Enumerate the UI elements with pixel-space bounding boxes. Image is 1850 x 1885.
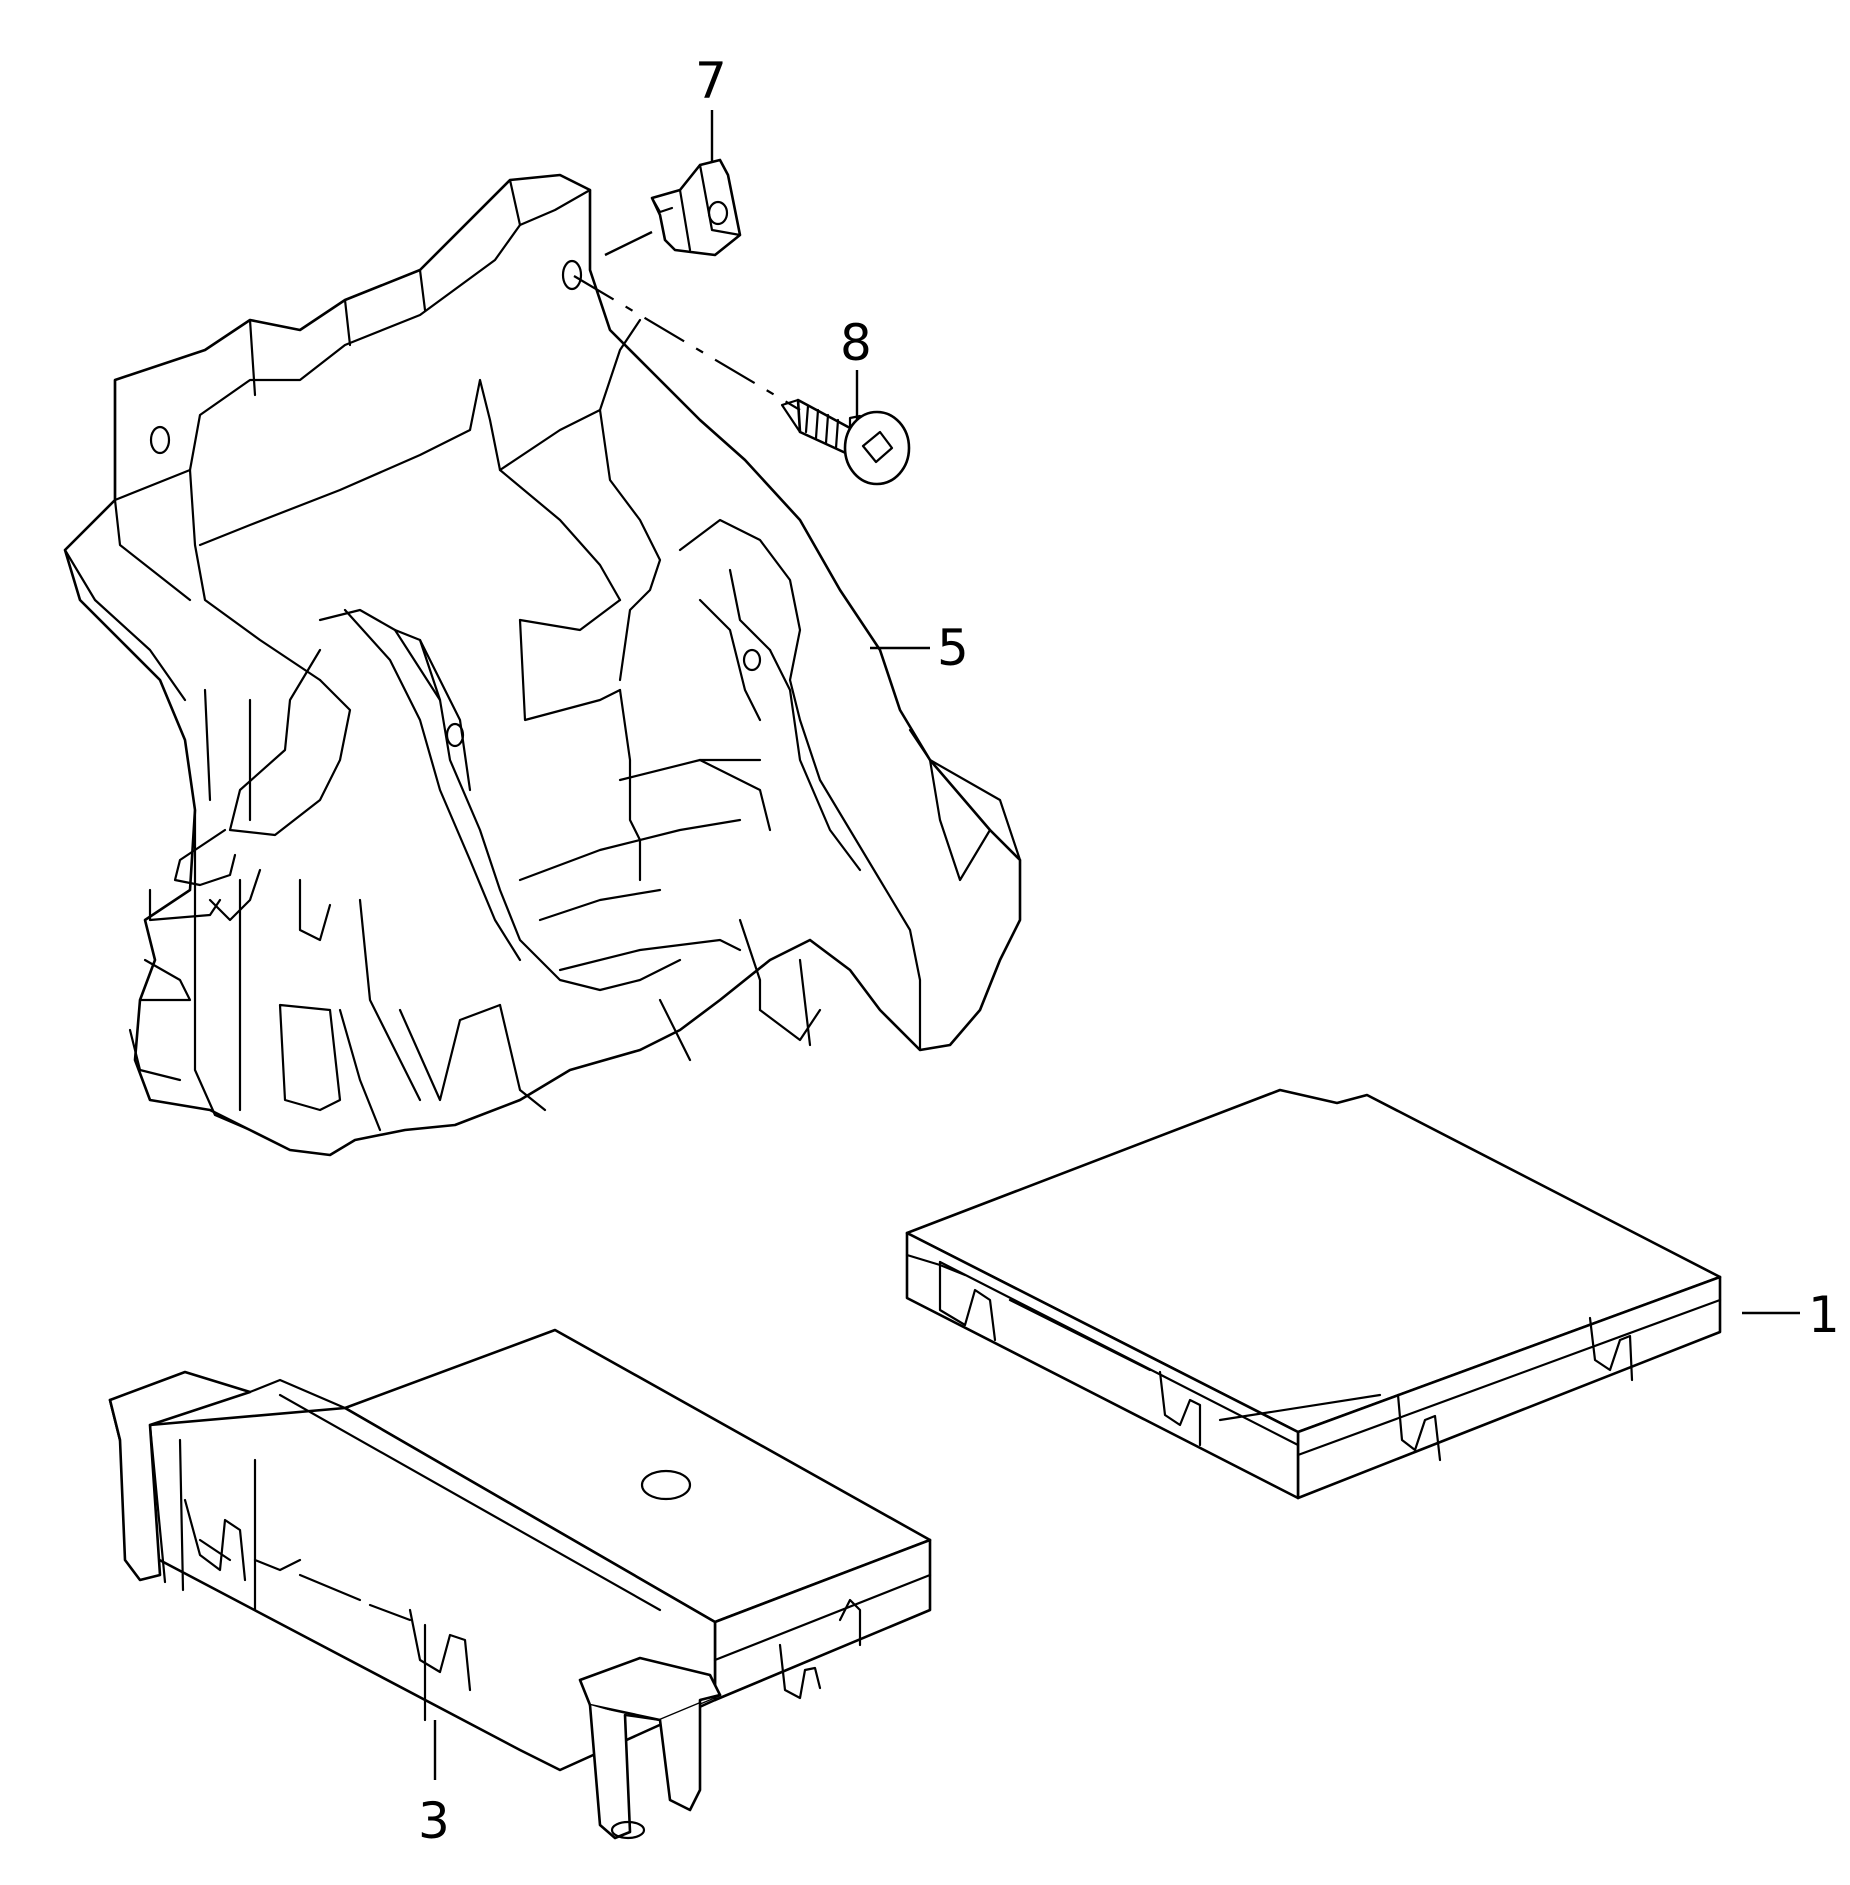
callout-leaders: [433, 110, 1800, 1780]
callout-label-3: 3: [418, 1792, 450, 1850]
screw-part-8[interactable]: [780, 398, 911, 486]
callout-label-8: 8: [840, 314, 872, 372]
callout-label-5: 5: [937, 619, 969, 677]
control-unit-part-3[interactable]: [108, 1328, 932, 1840]
clip-nut-part-7[interactable]: [650, 158, 742, 257]
control-module-part-1[interactable]: [905, 1088, 1722, 1500]
assembly-guide-lines: [573, 230, 801, 411]
callout-label-7: 7: [695, 52, 727, 110]
mounting-bracket-part-5[interactable]: [63, 173, 1022, 1157]
callout-label-1: 1: [1808, 1286, 1840, 1344]
